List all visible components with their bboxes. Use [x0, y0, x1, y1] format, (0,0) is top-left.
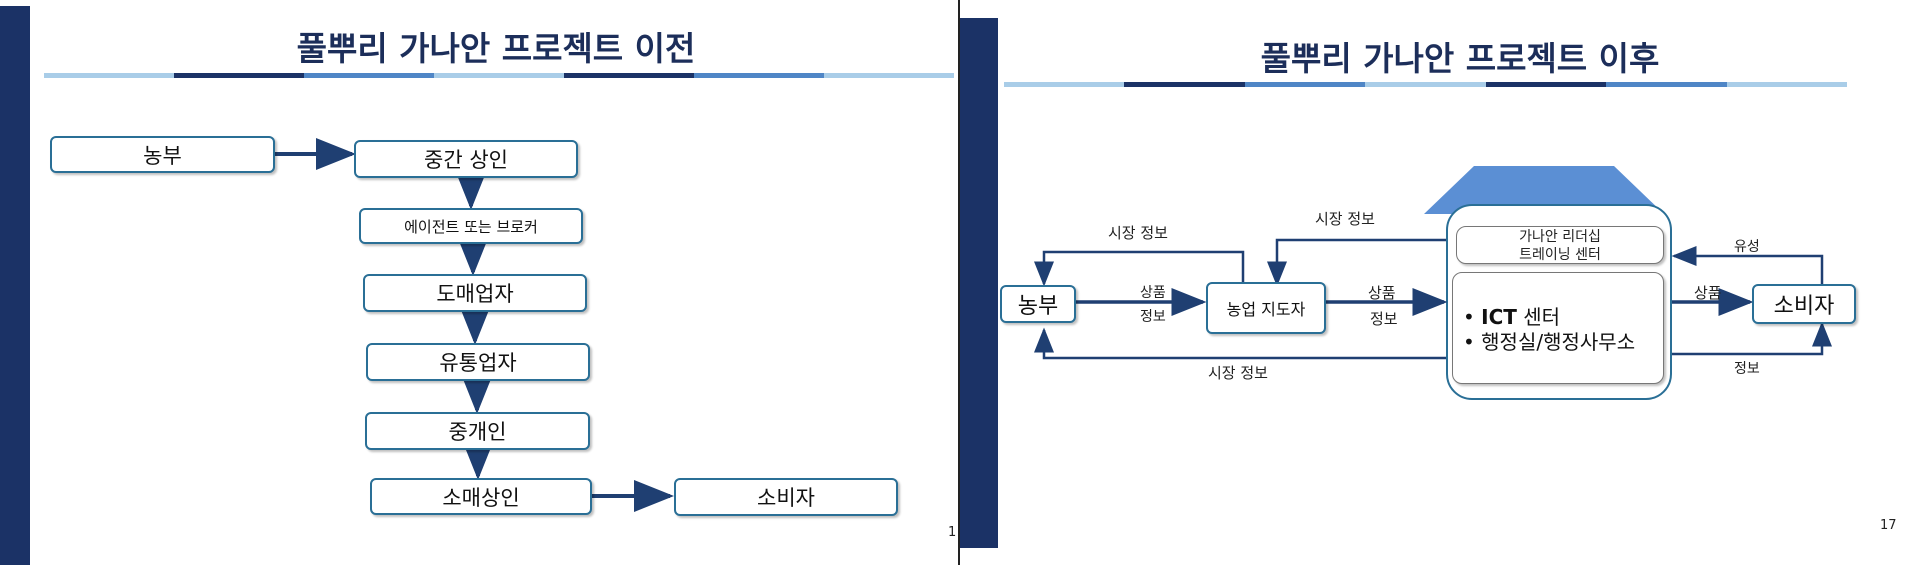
node-farmer: 농부 [1000, 285, 1076, 323]
node-intermediary: 중개인 [365, 412, 590, 450]
node-retailer: 소매상인 [370, 478, 592, 515]
label-market-info-bottom: 시장 정보 [1208, 364, 1268, 382]
slide-sidebar-accent [960, 18, 998, 548]
bullet-admin-office: • 행정실/행정사무소 [1463, 330, 1636, 354]
page-number: 17 [1880, 518, 1897, 533]
label-info-3: 정보 [1734, 361, 1760, 377]
title-underline [1004, 82, 1847, 87]
bullet-ict-bold: ICT [1481, 305, 1517, 329]
label-goods-2: 상품 [1368, 284, 1396, 302]
arrow-hub-to-farmer-info [1034, 327, 1446, 360]
flow-arrows [1034, 238, 1832, 360]
label-info-2: 정보 [1370, 310, 1398, 328]
arrow-consumer-to-hub-top [1671, 246, 1824, 284]
node-distributor: 유통업자 [366, 343, 590, 381]
flow-arrows [275, 138, 674, 512]
label-goods-3: 상품 [1694, 284, 1722, 302]
hub-training-center-box [1456, 226, 1664, 264]
node-middleman: 중간 상인 [354, 140, 578, 178]
arrow-leader-to-farmer-info [1034, 250, 1245, 287]
hub-training-line2: 트레이닝 센터 [1519, 247, 1601, 263]
hub-training-line1: 가나안 리더십 [1519, 229, 1601, 245]
node-consumer: 소비자 [1752, 284, 1856, 324]
arrow-hub-to-consumer-info [1672, 321, 1832, 356]
bullet-ict-center: • ICT 센터 [1463, 305, 1561, 329]
label-flow-top-right: 유성 [1734, 239, 1760, 255]
label-info-1: 정보 [1140, 309, 1166, 325]
slide-title: 풀뿌리 가나안 프로젝트 이후 [1260, 39, 1660, 78]
slide-title: 풀뿌리 가나안 프로젝트 이전 [296, 29, 696, 68]
label-market-info-top-left: 시장 정보 [1108, 224, 1168, 242]
bullet-admin-text: 행정실/행정사무소 [1481, 330, 1636, 354]
title-underline [44, 73, 954, 78]
node-consumer: 소비자 [674, 478, 898, 516]
node-wholesaler: 도매업자 [363, 274, 587, 312]
node-agent-broker: 에이전트 또는 브로커 [359, 208, 583, 244]
label-goods-1: 상품 [1140, 285, 1166, 301]
arrow-hub-to-leader-info [1267, 238, 1446, 287]
slide-after: 풀뿌리 가나안 프로젝트 이후 가나안 리더십 트레이닝 센터 • ICT 센터… [960, 0, 1920, 565]
label-market-info-top-mid: 시장 정보 [1315, 210, 1375, 228]
page-number: 1 [948, 525, 957, 540]
hub-roof [1424, 166, 1664, 214]
hub-services-box [1452, 272, 1664, 384]
slide-before: 풀뿌리 가나안 프로젝트 이전 농부 중간 상인 에이전트 또는 브로커 도매업… [0, 0, 960, 565]
node-farmer: 농부 [50, 136, 275, 173]
bullet-ict-rest: 센터 [1516, 305, 1561, 329]
slide-sidebar-accent [0, 6, 30, 565]
node-agri-leader: 농업 지도자 [1206, 282, 1326, 334]
